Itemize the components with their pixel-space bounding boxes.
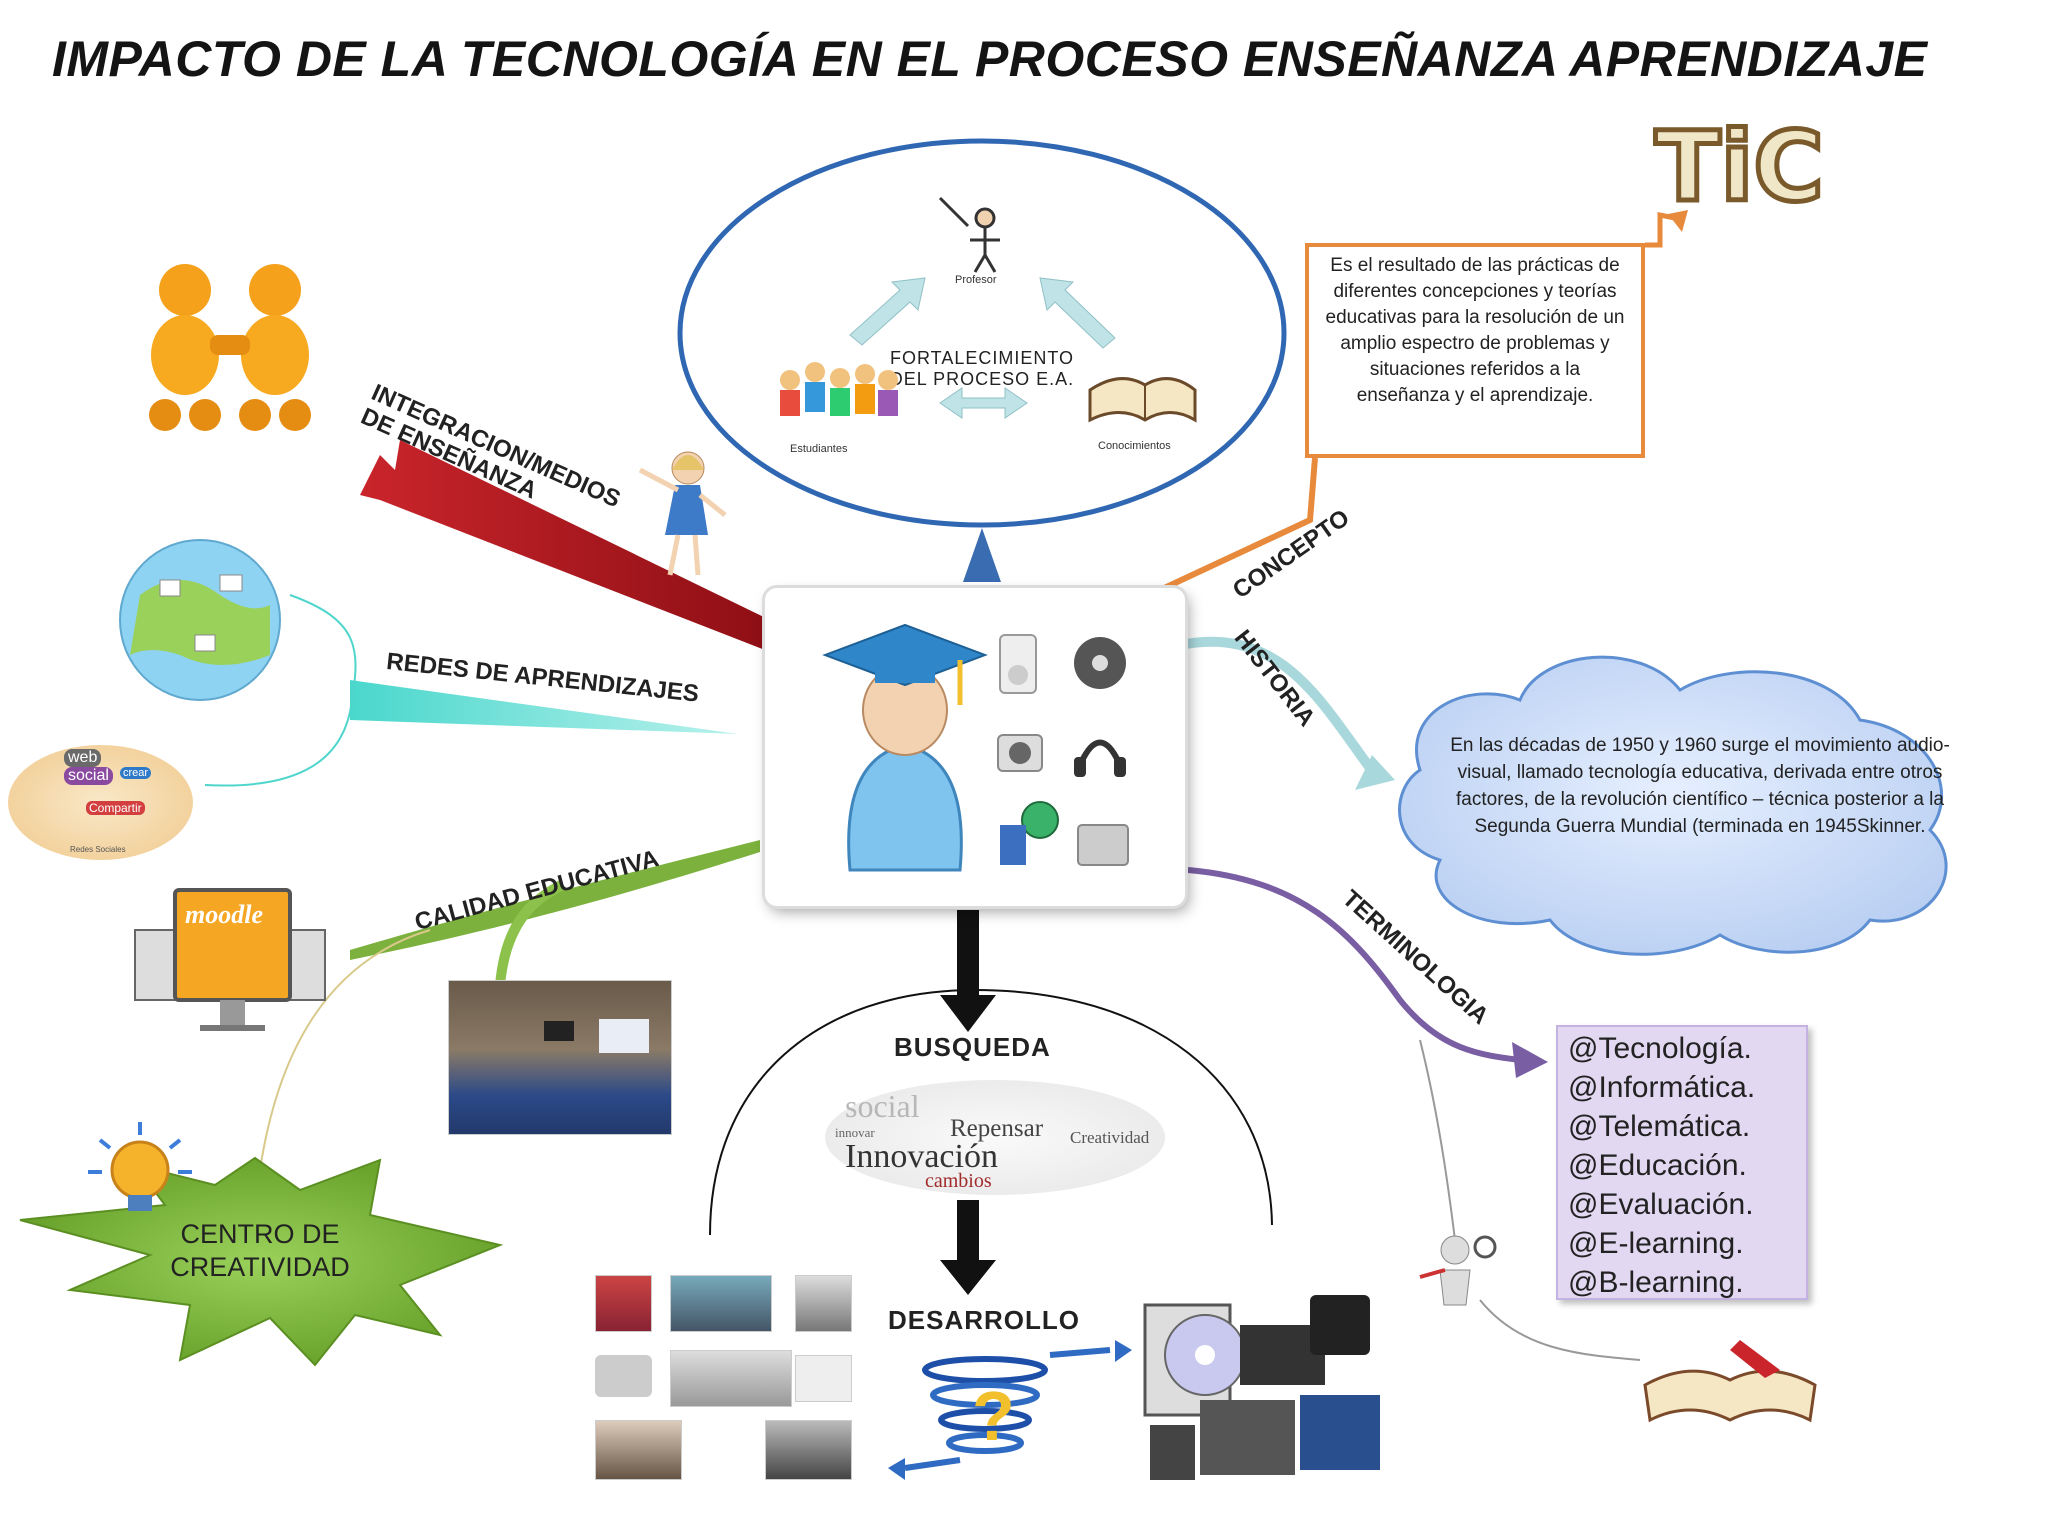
redes-connector	[204, 594, 357, 787]
social-social-label: social	[64, 767, 113, 785]
search-connector	[1419, 1039, 1456, 1241]
desarrollo-label: DESARROLLO	[888, 1305, 1080, 1335]
teamwork-figures-image	[149, 264, 311, 431]
term-item: @Educación.	[1568, 1149, 1747, 1182]
moodle-computers-image	[134, 888, 326, 1031]
calidad-branch-2	[495, 880, 565, 985]
word-innovar: innovar	[835, 1125, 875, 1140]
terminologia-list: @Tecnología. @Informática. @Telemática. …	[1556, 1025, 1808, 1300]
social-network-image: web social crear Compartir Redes Sociale…	[8, 745, 193, 860]
media-icons	[997, 634, 1129, 866]
estudiantes-label: Estudiantes	[790, 443, 848, 455]
historia-text: En las décadas de 1950 y 1960 surge el m…	[1450, 735, 1950, 837]
process-ellipse	[677, 138, 1287, 528]
busqueda-label: BUSQUEDA	[894, 1032, 1051, 1062]
social-web-label: web	[64, 749, 102, 767]
historia-cloud	[1398, 655, 1948, 956]
word-creatividad: Creatividad	[1070, 1128, 1150, 1147]
concepto-box: Es el resultado de las prácticas de dife…	[1305, 243, 1645, 458]
term-item: @Informática.	[1568, 1071, 1756, 1104]
learning-globe-image	[119, 539, 281, 701]
students-icon	[780, 362, 898, 416]
social-caption: Redes Sociales	[70, 845, 126, 854]
social-crear-label: crear	[120, 767, 152, 779]
term-item: @Evaluación.	[1568, 1188, 1754, 1221]
globe-icon	[1021, 801, 1059, 839]
term-item: @B-learning.	[1568, 1266, 1744, 1299]
graduate-icon	[822, 623, 988, 872]
term-item: @Tecnología.	[1568, 1032, 1752, 1065]
open-book-icon	[1088, 377, 1197, 423]
search-figure-icon	[1419, 1235, 1497, 1306]
integracion-arrow	[360, 440, 770, 650]
terminologia-arrow	[1187, 867, 1521, 1063]
conocimientos-label: Conocimientos	[1098, 440, 1171, 452]
lightbulb-icon	[88, 1122, 192, 1211]
page-title: IMPACTO DE LA TECNOLOGÍA EN EL PROCESO E…	[52, 31, 1928, 87]
profesor-label: Profesor	[955, 274, 997, 286]
teacher-icon	[938, 196, 1000, 273]
redes-wedge	[350, 680, 738, 734]
term-item: @E-learning.	[1568, 1227, 1744, 1260]
word-innovacion: Innovación	[845, 1138, 998, 1175]
ellipse-pointer	[963, 528, 1001, 582]
calidad-branch	[350, 840, 760, 960]
process-label: FORTALECIMIENTO DEL PROCESO E.A.	[889, 348, 1075, 389]
book-connector	[1479, 1299, 1641, 1361]
teacher-woman-icon	[638, 451, 727, 576]
moodle-label: moodle	[185, 900, 263, 929]
network-icon	[1000, 825, 1026, 865]
tic-logo: TiC	[1653, 109, 1827, 219]
red-book-icon	[1643, 1340, 1817, 1423]
cycle-arrows	[849, 277, 1116, 419]
word-social: social	[845, 1088, 920, 1124]
equipment-collage	[595, 1275, 852, 1480]
social-compartir-label: Compartir	[86, 801, 145, 815]
term-item: @Telemática.	[1568, 1110, 1751, 1143]
word-cambios: cambios	[925, 1170, 992, 1192]
devices-image	[1143, 1295, 1380, 1480]
classroom-photo	[448, 980, 672, 1135]
tic-logo-text: TiC	[1655, 111, 1824, 218]
creatividad-text: CENTRO DE CREATIVIDAD	[170, 1219, 350, 1282]
spiral-graphic	[904, 1347, 1111, 1471]
concepto-line	[1158, 457, 1318, 593]
historia-arrow	[1179, 636, 1375, 771]
printer-icon	[1077, 824, 1129, 866]
word-cloud: social Repensar Innovación cambios innov…	[825, 1080, 1165, 1195]
creatividad-connector	[254, 929, 431, 1211]
svg-text:?: ?	[972, 1377, 1015, 1455]
word-repensar: Repensar	[950, 1115, 1044, 1142]
